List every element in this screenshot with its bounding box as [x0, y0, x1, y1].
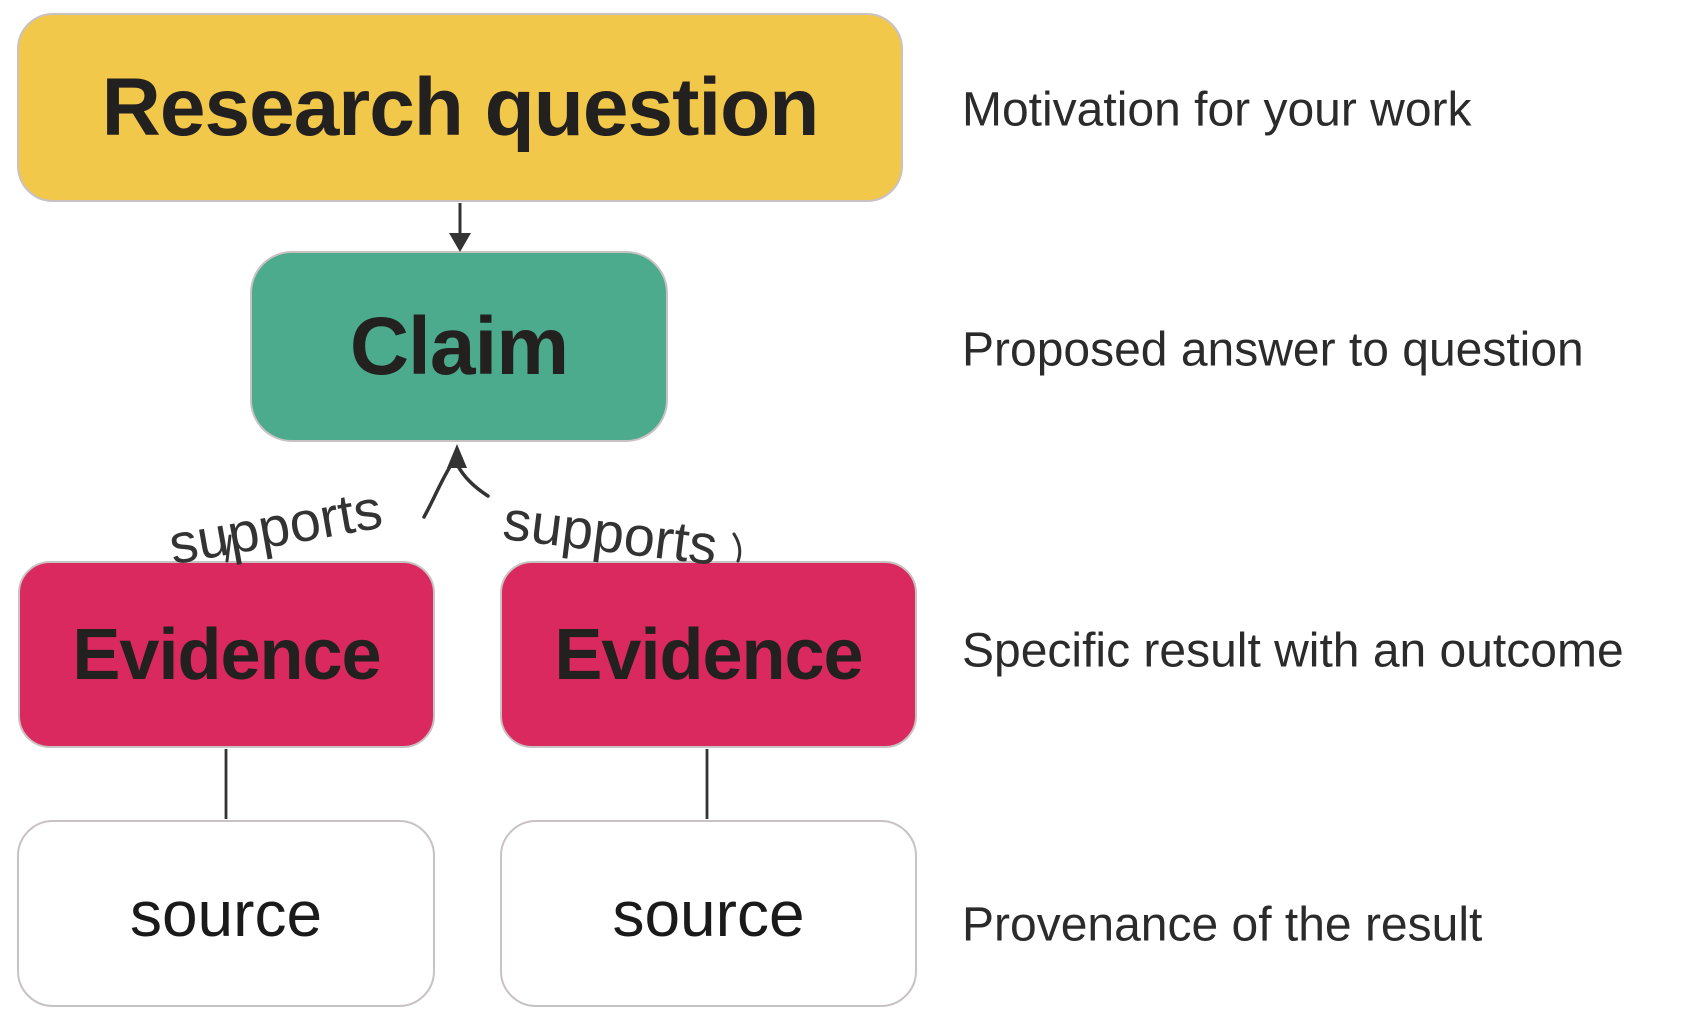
node-claim: Claim	[250, 251, 668, 442]
line-evidence-to-source	[224, 749, 709, 819]
node-evidence-right-label: Evidence	[554, 614, 863, 695]
node-research-question: Research question	[17, 13, 903, 202]
node-claim-label: Claim	[349, 300, 569, 392]
annotation-evidence: Specific result with an outcome	[962, 624, 1624, 678]
annotation-claim: Proposed answer to question	[962, 323, 1584, 377]
node-evidence-left: Evidence	[18, 561, 435, 748]
arrow-rq-to-claim	[449, 203, 471, 252]
node-source-right-label: source	[612, 877, 805, 950]
node-source-left: source	[17, 820, 435, 1007]
node-source-left-label: source	[129, 877, 323, 950]
node-source-right: source	[500, 820, 917, 1007]
node-evidence-left-label: Evidence	[72, 614, 381, 695]
annotation-research-question: Motivation for your work	[962, 83, 1472, 137]
node-research-question-label: Research question	[101, 61, 820, 153]
annotation-source: Provenance of the result	[962, 898, 1483, 952]
node-evidence-right: Evidence	[500, 561, 917, 748]
